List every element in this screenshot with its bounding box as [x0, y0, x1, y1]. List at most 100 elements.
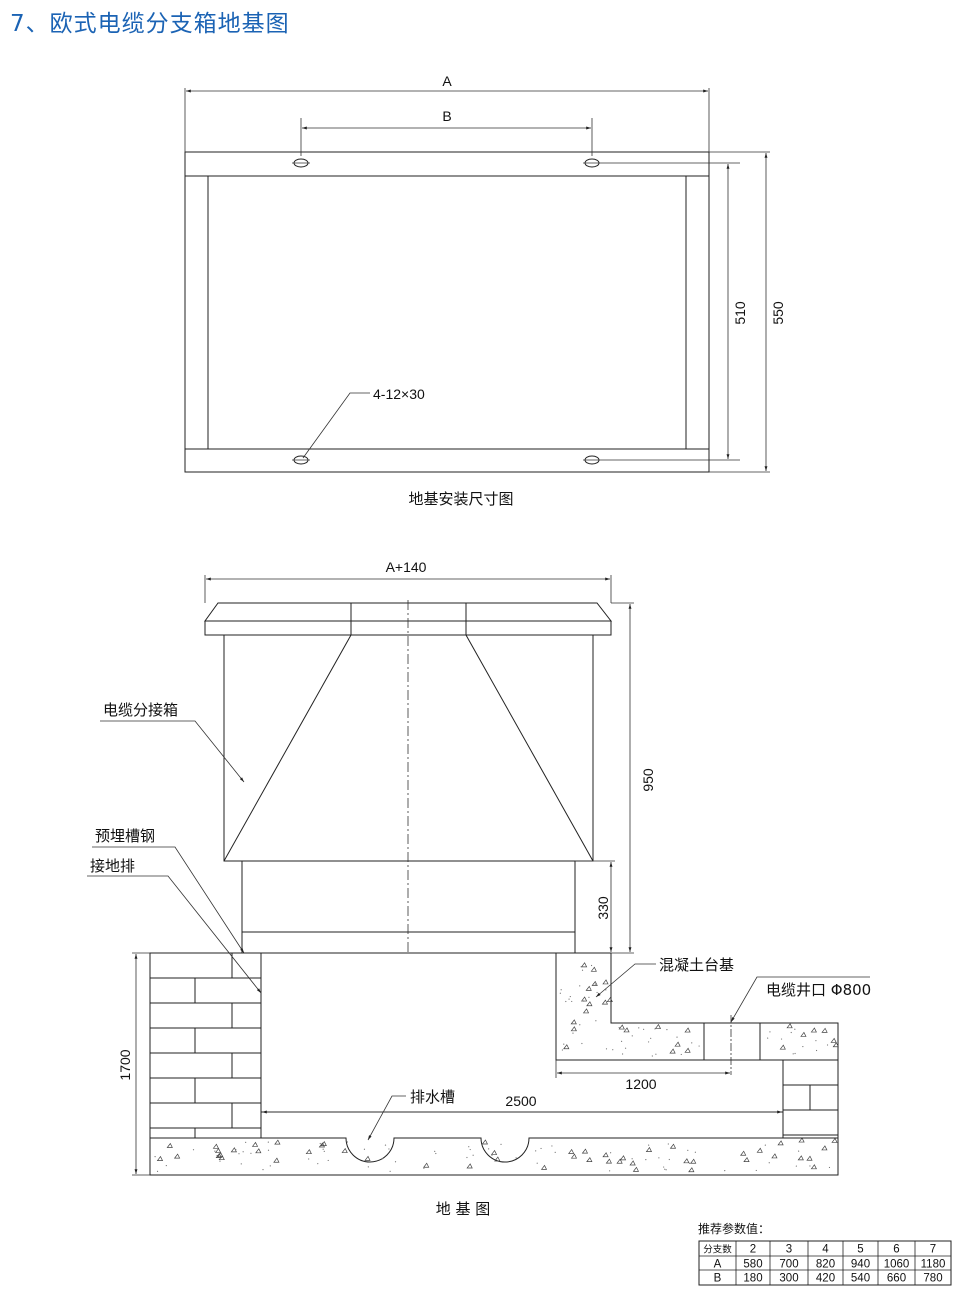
aggregate-mark — [777, 1140, 784, 1146]
aggregate-mark — [563, 1044, 570, 1050]
aggregate-mark — [242, 1151, 244, 1153]
aggregate-mark — [794, 1028, 796, 1030]
table-cell: B — [714, 1273, 722, 1285]
aggregate-mark — [569, 995, 571, 998]
aggregate-mark — [612, 1049, 614, 1051]
aggregate-mark — [273, 1157, 280, 1163]
aggregate-mark — [581, 969, 584, 971]
table-cell: A — [714, 1259, 722, 1271]
aggregate-mark — [192, 1149, 195, 1151]
aggregate-mark — [481, 1139, 489, 1145]
aggregate-mark — [694, 1151, 696, 1153]
aggregate-mark — [535, 1150, 537, 1152]
aggregate-mark — [680, 1053, 682, 1056]
aggregate-mark — [619, 1155, 627, 1161]
aggregate-mark — [581, 1042, 583, 1045]
aggregate-mark — [540, 1164, 548, 1170]
aggregate-mark — [605, 989, 607, 991]
section-caption: 地 基 图 — [436, 1200, 491, 1218]
aggregate-mark — [609, 1170, 611, 1172]
aggregate-mark — [490, 1149, 498, 1155]
aggregate-mark — [572, 1032, 574, 1034]
aggregate-mark — [165, 1164, 167, 1167]
aggregate-mark — [318, 1142, 326, 1148]
aggregate-mark — [809, 1165, 811, 1167]
aggregate-mark — [821, 1027, 828, 1033]
aggregate-mark — [595, 1020, 597, 1022]
aggregate-mark — [645, 1146, 653, 1152]
aggregate-mark — [645, 1159, 647, 1161]
aggregate-mark — [488, 1148, 490, 1150]
aggregate-mark — [623, 1027, 630, 1033]
table-header-cell: 4 — [822, 1244, 829, 1256]
label-cable-well: 电缆井口 Φ800 — [766, 981, 871, 999]
aggregate-mark — [346, 1141, 349, 1143]
aggregate-mark — [800, 1031, 807, 1037]
aggregate-mark — [669, 1048, 676, 1054]
aggregate-mark — [815, 1049, 818, 1052]
aggregate-mark — [262, 1169, 264, 1171]
aggregate-mark — [588, 996, 590, 998]
aggregate-mark — [317, 1163, 319, 1165]
aggregate-mark — [580, 962, 588, 968]
aggregate-mark — [629, 1160, 636, 1166]
aggregate-mark — [769, 1031, 771, 1033]
aggregate-mark — [560, 989, 562, 991]
aggregate-mark — [618, 1024, 625, 1030]
aggregate-mark — [815, 1040, 817, 1042]
aggregate-mark — [218, 1155, 225, 1161]
aggregate-mark — [790, 1031, 792, 1034]
aggregate-mark — [755, 1169, 757, 1172]
aggregate-mark — [821, 1145, 828, 1151]
aggregate-mark — [590, 966, 597, 972]
aggregate-mark — [245, 1141, 247, 1143]
aggregate-mark — [363, 1148, 366, 1150]
aggregate-mark — [389, 1170, 391, 1172]
dim-2500-label: 2500 — [505, 1093, 536, 1109]
aggregate-mark — [830, 1037, 837, 1043]
aggregate-mark — [691, 1042, 693, 1044]
aggregate-mark — [601, 999, 609, 1005]
aggregate-mark — [423, 1162, 430, 1168]
aggregate-mark — [655, 1053, 657, 1055]
aggregate-mark — [650, 1037, 652, 1039]
cabinet — [204, 600, 613, 954]
aggregate-mark — [491, 1154, 493, 1156]
aggregate-mark — [826, 1044, 829, 1046]
aggregate-mark — [779, 1044, 786, 1050]
aggregate-mark — [602, 1152, 609, 1158]
table-cell: 1060 — [884, 1259, 910, 1271]
aggregate-mark — [605, 1048, 608, 1050]
aggregate-mark — [215, 1152, 222, 1158]
aggregate-mark — [806, 1155, 813, 1161]
aggregate-mark — [388, 1148, 390, 1150]
aggregate-mark — [466, 1163, 473, 1169]
aggregate-mark — [798, 1150, 800, 1152]
dim-a-label: A — [442, 73, 452, 89]
aggregate-mark — [364, 1155, 371, 1161]
table-cell: 660 — [887, 1273, 906, 1285]
label-grounding-bar: 接地排 — [90, 857, 135, 875]
aggregate-mark — [468, 1146, 470, 1148]
aggregate-mark — [684, 1047, 691, 1053]
aggregate-mark — [381, 1158, 384, 1160]
aggregate-mark — [269, 1165, 271, 1167]
aggregate-mark — [624, 1047, 627, 1049]
aggregate-mark — [690, 1158, 697, 1164]
aggregate-mark — [586, 1001, 593, 1007]
aggregate-mark — [663, 1166, 665, 1168]
dim-width-label: A+140 — [386, 559, 427, 575]
aggregate-mark — [579, 1024, 581, 1026]
aggregate-mark — [768, 1162, 770, 1164]
dim-330-label: 330 — [595, 896, 611, 920]
aggregate-mark — [540, 1147, 542, 1150]
page-title: 7、欧式电缆分支箱地基图 — [10, 11, 290, 37]
aggregate-mark — [308, 1158, 310, 1160]
aggregate-mark — [591, 980, 598, 986]
table-header-cell: 3 — [786, 1244, 792, 1256]
aggregate-mark — [667, 1143, 669, 1145]
dim-550-label: 550 — [770, 301, 786, 325]
aggregate-mark — [683, 1158, 690, 1164]
aggregate-mark — [643, 1028, 645, 1030]
